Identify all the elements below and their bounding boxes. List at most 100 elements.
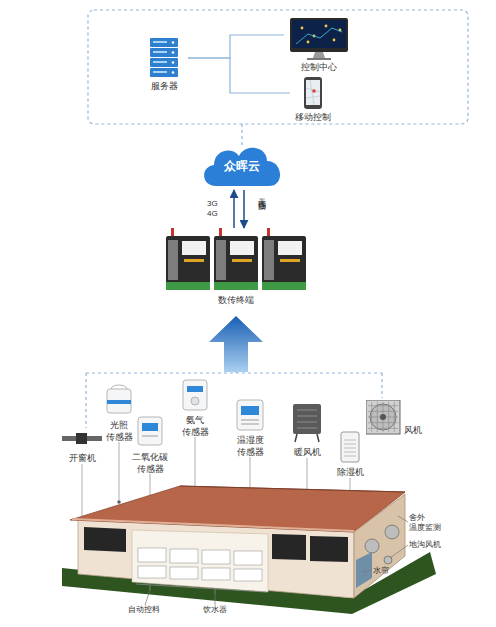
callout-leader	[215, 594, 216, 605]
server-slot	[153, 41, 167, 43]
sensor-case	[107, 389, 131, 413]
barn-front-wall	[78, 520, 354, 598]
water-curtain	[356, 552, 372, 588]
barn-interior	[132, 530, 268, 592]
server-unit	[150, 48, 178, 57]
roof	[180, 486, 405, 492]
heater-grille	[297, 422, 317, 423]
monitor-stand	[313, 52, 325, 58]
dehumidifier-grille	[344, 448, 356, 449]
callout-label: 自动控料	[128, 605, 168, 615]
device-node: 开窗机	[60, 432, 104, 466]
sensor-node: 氨气 传感器	[174, 378, 216, 438]
feed-line	[150, 585, 151, 590]
node-label: 光照 传感器	[98, 419, 140, 443]
callout-leader	[145, 516, 408, 605]
cage	[138, 548, 262, 581]
curtain-panel	[272, 534, 306, 560]
heater-grille	[297, 416, 317, 417]
sensor-case	[138, 417, 162, 445]
end-wall-fan	[365, 539, 379, 553]
cage	[170, 549, 198, 563]
node-label: 温湿度 传感器	[227, 434, 273, 458]
phone-body	[304, 77, 322, 109]
fan-hub	[380, 414, 386, 420]
sensor-bus	[235, 372, 236, 373]
terminal-node: 数传终端	[162, 228, 310, 308]
server-unit	[150, 68, 178, 77]
monitor-frame	[290, 18, 348, 52]
dehumidifier-grille	[344, 456, 356, 457]
opener-motor	[76, 433, 87, 444]
outer-frame	[88, 10, 468, 124]
feed-line	[136, 584, 266, 594]
sensor-case	[183, 380, 207, 410]
server-unit	[150, 58, 178, 67]
map-road	[306, 80, 320, 105]
cloud-link	[241, 124, 242, 146]
callout-label: 饮水器	[203, 605, 239, 615]
mobile-node: 移动控制	[290, 76, 336, 124]
server-led	[172, 61, 175, 64]
node-label: 数传终端	[162, 294, 310, 306]
callout-leader	[362, 570, 372, 572]
cage	[234, 569, 262, 581]
sensor-display	[187, 386, 203, 392]
sensor-vent	[142, 435, 158, 437]
dehumidifier-grille	[344, 444, 356, 445]
sensor-vent	[241, 423, 259, 425]
heater-body	[293, 404, 321, 434]
callout-leader	[145, 590, 150, 605]
phone-screen	[306, 80, 320, 105]
connector	[188, 58, 290, 93]
terminal-body	[166, 236, 210, 290]
monitor-base	[307, 58, 331, 60]
cloud-node: 众晖云	[198, 140, 286, 190]
terminal-plate	[230, 241, 254, 255]
sensor-node: 光照 传感器	[98, 383, 140, 443]
dehumidifier-grille	[344, 440, 356, 441]
roof	[70, 486, 405, 532]
curtain-panel	[84, 527, 126, 552]
server-unit	[150, 38, 178, 47]
sensor-node: 温湿度 传感器	[227, 398, 273, 458]
sensor-display	[241, 406, 259, 415]
connector	[243, 190, 245, 228]
server-led	[172, 51, 175, 54]
terminal-body	[214, 236, 258, 290]
terminal-led-strip	[280, 259, 300, 262]
link-label: 无线连接	[256, 192, 266, 196]
fan-guard	[388, 402, 389, 432]
sensor-bus	[85, 373, 86, 428]
device-node: 风机	[366, 400, 424, 446]
fan-guard	[368, 422, 398, 423]
device-node: 暖风机	[289, 402, 325, 460]
water-curtain	[356, 552, 372, 588]
barn-end-wall	[354, 494, 405, 598]
end-wall-fan	[385, 525, 399, 539]
terminal-plate	[182, 241, 206, 255]
terminal-block	[214, 282, 258, 290]
terminal-led-strip	[184, 259, 204, 262]
node-label: 控制中心	[284, 61, 354, 73]
barn-interior	[132, 530, 268, 592]
network-label: 3G 4G	[207, 199, 223, 219]
terminal-side	[216, 240, 226, 280]
upload-arrow	[209, 316, 263, 372]
device-node: 除湿机	[334, 430, 366, 480]
upload-arrow	[209, 316, 263, 372]
dehumidifier-grille	[344, 452, 356, 453]
terminal-led-strip	[232, 259, 252, 262]
fan-frame	[366, 400, 400, 434]
callout-label: 地沟风机	[409, 540, 453, 550]
connector	[233, 190, 235, 228]
barn-front-wall	[78, 520, 354, 598]
callout-label: 水帘	[373, 566, 403, 576]
node-label: 服务器	[140, 80, 188, 92]
feed-line	[215, 588, 216, 594]
sensor-port	[191, 397, 199, 405]
sensor-band	[107, 400, 131, 404]
